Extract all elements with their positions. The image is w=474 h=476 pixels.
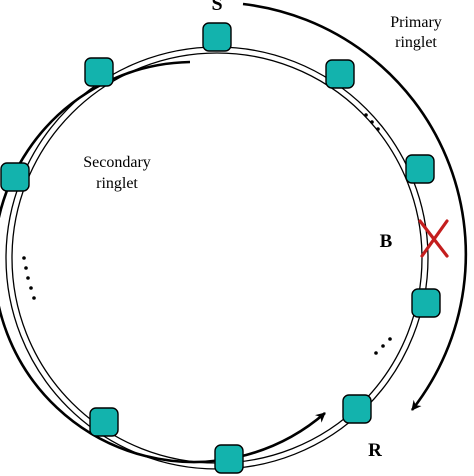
label-primary-line2: ringlet (395, 34, 437, 51)
secondary-ringlet-arrow (0, 60, 326, 464)
label-primary-line1: Primary (390, 14, 442, 31)
node-lower-right-r (342, 394, 372, 424)
label-b: B (380, 231, 393, 252)
node-bottom (214, 444, 244, 474)
node-right-lower (411, 288, 441, 318)
node-lower-left (89, 407, 119, 437)
node-upper-right (325, 59, 355, 89)
label-secondary-line1: Secondary (83, 154, 151, 171)
ellipsis-lower-right (374, 337, 392, 355)
break-mark-icon (418, 219, 449, 258)
node-s (202, 22, 232, 52)
label-s: S (211, 0, 222, 15)
node-upper-left-top (84, 57, 114, 87)
label-r: R (368, 440, 382, 461)
ring-nodes (0, 22, 441, 474)
ellipsis-upper-right (364, 113, 380, 131)
label-secondary-line2: ringlet (96, 175, 138, 192)
node-right-upper (405, 154, 435, 184)
node-left (0, 162, 30, 192)
primary-ringlet-arrow (242, 2, 468, 411)
ellipsis-left (22, 256, 36, 300)
